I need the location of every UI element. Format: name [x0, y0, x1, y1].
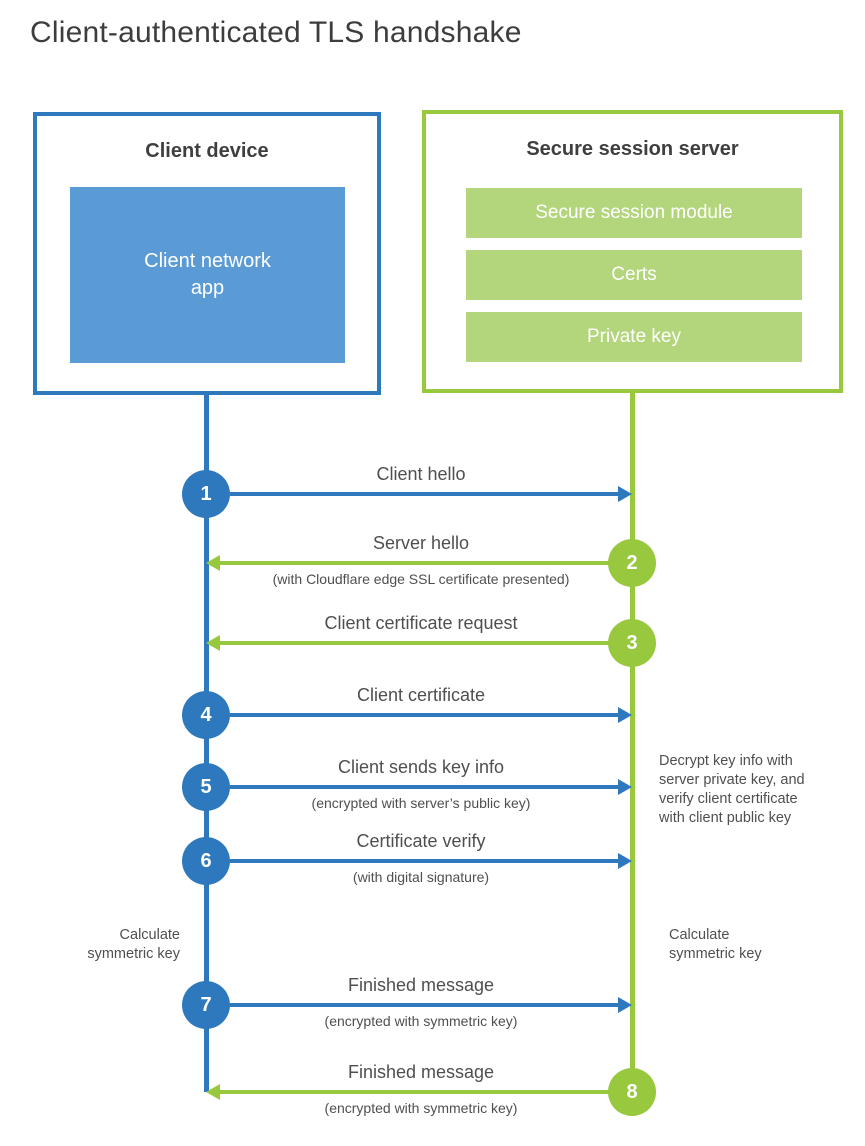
message-label: Server hello [372, 533, 470, 553]
step-number: 5 [200, 775, 212, 798]
arrow-left-icon [206, 1084, 220, 1100]
message-sublabel: (with Cloudflare edge SSL certificate pr… [272, 571, 570, 587]
arrow-left-icon [206, 555, 220, 571]
message-sublabel: (encrypted with symmetric key) [324, 1100, 518, 1116]
arrow-line [220, 1090, 610, 1094]
message-label: Finished message [347, 975, 495, 995]
server-module-secure-session-module: Secure session module [466, 188, 802, 238]
step-number: 7 [200, 993, 212, 1016]
arrow-right-icon [618, 997, 632, 1013]
step-number: 4 [200, 703, 212, 726]
server-calculate-symmetric-key-note: Calculate symmetric key [669, 927, 762, 962]
client-device-title: Client device [145, 140, 269, 162]
step-number: 2 [626, 551, 638, 574]
message-label: Client hello [376, 464, 466, 484]
arrow-right-icon [618, 779, 632, 795]
client-lifeline [204, 395, 209, 1092]
step-number: 1 [200, 482, 212, 505]
arrow-line [220, 561, 610, 565]
step-circle-5: 5 [182, 763, 230, 811]
message-label: Client certificate request [324, 613, 518, 633]
arrow-line [220, 641, 610, 645]
arrow-line [230, 492, 618, 496]
step-number: 3 [626, 631, 638, 654]
step-circle-1: 1 [182, 470, 230, 518]
message-label: Certificate verify [356, 831, 486, 851]
message-sublabel: (encrypted with symmetric key) [324, 1013, 518, 1029]
message-sublabel: (with digital signature) [352, 869, 490, 885]
server-decrypt-note: Decrypt key info with server private key… [659, 753, 805, 826]
step-number: 8 [626, 1080, 638, 1103]
message-label: Finished message [347, 1062, 495, 1082]
message-label: Client certificate [356, 685, 486, 705]
arrow-line [230, 785, 618, 789]
arrow-right-icon [618, 707, 632, 723]
client-calculate-symmetric-key-note: Calculate symmetric key [87, 927, 180, 962]
arrow-line [230, 859, 618, 863]
step-circle-3: 3 [608, 619, 656, 667]
arrow-line [230, 1003, 618, 1007]
step-circle-6: 6 [182, 837, 230, 885]
page-title: Client-authenticated TLS handshake [30, 16, 522, 49]
secure-session-server-title: Secure session server [526, 138, 739, 160]
arrow-line [230, 713, 618, 717]
step-circle-4: 4 [182, 691, 230, 739]
server-lifeline [630, 393, 635, 1116]
server-module-private-key: Private key [466, 312, 802, 362]
step-circle-8: 8 [608, 1068, 656, 1116]
message-sublabel: (encrypted with server’s public key) [311, 795, 531, 811]
step-circle-7: 7 [182, 981, 230, 1029]
client-network-app-box: Client network app [70, 187, 345, 363]
message-label: Client sends key info [337, 757, 505, 777]
server-module-certs: Certs [466, 250, 802, 300]
arrow-right-icon [618, 853, 632, 869]
step-circle-2: 2 [608, 539, 656, 587]
step-number: 6 [200, 849, 212, 872]
arrow-right-icon [618, 486, 632, 502]
arrow-left-icon [206, 635, 220, 651]
